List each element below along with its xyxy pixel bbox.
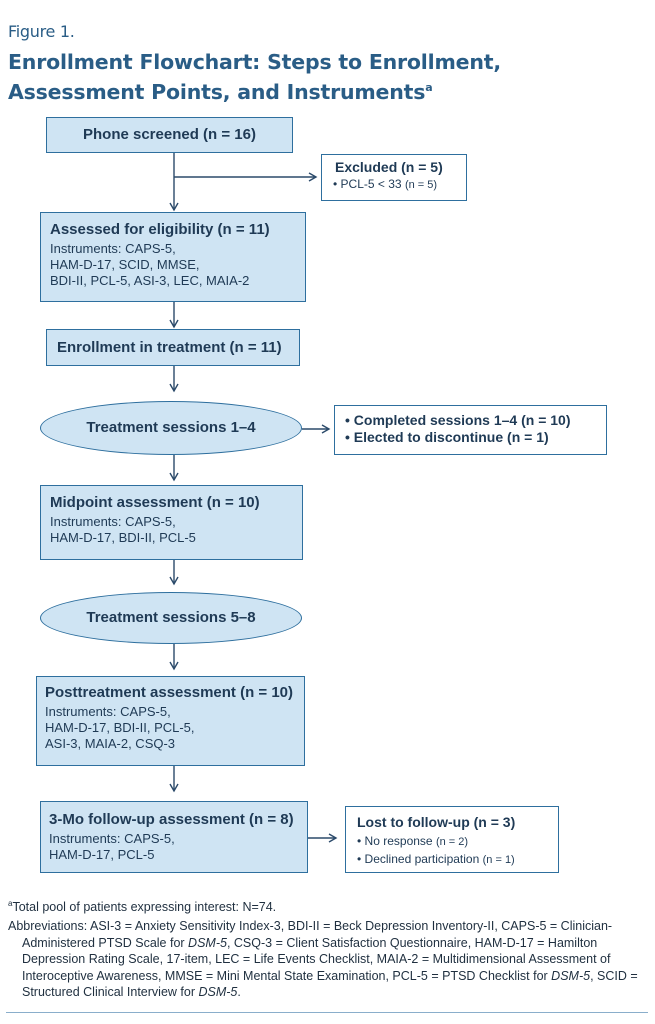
abbr-italic-term: DSM-5	[188, 935, 227, 950]
outcome-item: • Elected to discontinue (n = 1)	[345, 429, 549, 445]
node-enrollment: Enrollment in treatment (n = 11)	[46, 329, 300, 366]
outcome-item: • Completed sessions 1–4 (n = 10)	[345, 412, 571, 428]
node-midpoint: Midpoint assessment (n = 10) Instruments…	[40, 485, 303, 560]
node-phone-screened: Phone screened (n = 16)	[46, 117, 293, 153]
abbr-italic-term: DSM-5	[551, 968, 591, 983]
figure-label: Figure 1.	[8, 22, 75, 41]
node-followup: 3-Mo follow-up assessment (n = 8) Instru…	[40, 801, 308, 873]
node-sessions-1-4: Treatment sessions 1–4	[40, 401, 302, 455]
node-sessions-5-8: Treatment sessions 5–8	[40, 592, 302, 644]
abbr-text: Abbreviations: ASI-3 = Anxiety Sensitivi…	[8, 919, 613, 950]
lost-item: • No response (n = 2)	[357, 834, 469, 848]
excluded-item: • PCL-5 < 33 (n = 5)	[333, 177, 438, 191]
node-excluded: Excluded (n = 5) • PCL-5 < 33 (n = 5)	[321, 154, 467, 201]
abbr-text: .	[237, 985, 241, 999]
abbr-italic-term: DSM-5	[198, 985, 238, 999]
bottom-rule	[6, 1012, 648, 1013]
abbr-text: , CSQ-3 = Client Satisfaction Questionna…	[22, 935, 611, 983]
abbr-text: , SCID = Structured Clinical Interview f…	[22, 968, 638, 1000]
footnote-abbreviations: Abbreviations: ASI-3 = Anxiety Sensitivi…	[8, 918, 655, 1001]
node-sessions-1-4-outcome: • Completed sessions 1–4 (n = 10) • Elec…	[334, 405, 607, 455]
node-lost-to-followup: Lost to follow-up (n = 3) • No response …	[345, 806, 559, 873]
node-posttreatment: Posttreatment assessment (n = 10) Instru…	[36, 676, 305, 766]
lost-item: • Declined participation (n = 1)	[357, 852, 515, 866]
node-eligibility: Assessed for eligibility (n = 11) Instru…	[40, 212, 306, 302]
title-footnote-marker: a	[425, 81, 433, 94]
footnote-total: aTotal pool of patients expressing inter…	[8, 899, 277, 914]
figure-title: Enrollment Flowchart: Steps to Enrollmen…	[8, 50, 501, 104]
footnote-marker: a	[8, 899, 13, 908]
